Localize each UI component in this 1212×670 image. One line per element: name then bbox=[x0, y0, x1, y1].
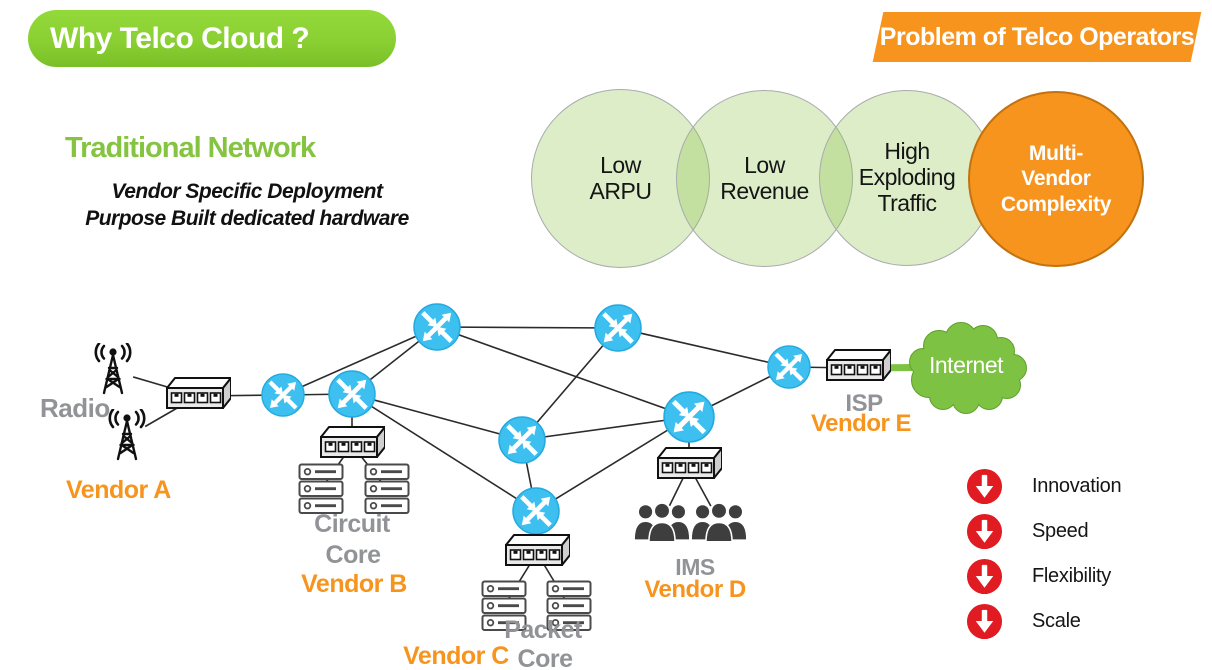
traditional-network-title: Traditional Network bbox=[65, 132, 316, 164]
router-node bbox=[594, 304, 642, 352]
radio-tower-node bbox=[101, 409, 153, 465]
router-node bbox=[413, 303, 461, 351]
switch-node bbox=[825, 348, 891, 388]
server-icon bbox=[298, 463, 344, 514]
user-group-icon bbox=[634, 502, 690, 543]
problem-circle-label: High Exploding Traffic bbox=[858, 138, 956, 216]
network-link bbox=[617, 327, 790, 368]
router-node bbox=[261, 373, 305, 417]
network-label: Core bbox=[325, 541, 381, 569]
subtitle-purpose-built: Purpose Built dedicated hardware bbox=[85, 207, 409, 230]
server-icon bbox=[546, 580, 592, 631]
router-icon bbox=[767, 345, 811, 389]
network-link bbox=[436, 326, 619, 329]
internet-cloud-icon bbox=[909, 322, 1027, 414]
server-node bbox=[546, 580, 592, 632]
network-link bbox=[282, 326, 438, 396]
network-label: IMS bbox=[675, 554, 715, 580]
switch-icon bbox=[166, 377, 231, 409]
network-link bbox=[351, 393, 537, 512]
router-icon bbox=[261, 373, 305, 417]
network-label: Vendor A bbox=[66, 476, 171, 504]
router-icon bbox=[328, 370, 376, 418]
network-label: Vendor E bbox=[810, 410, 912, 437]
router-node bbox=[663, 391, 715, 443]
router-icon bbox=[663, 391, 715, 443]
impact-label: Scale bbox=[1032, 610, 1081, 632]
router-node bbox=[767, 345, 811, 389]
network-link bbox=[521, 416, 690, 441]
switch-node bbox=[165, 376, 231, 416]
switch-node bbox=[504, 533, 570, 573]
problem-circle-high-traffic: High Exploding Traffic bbox=[819, 90, 995, 266]
router-icon bbox=[512, 487, 560, 535]
switch-icon bbox=[826, 349, 891, 381]
switch-node bbox=[319, 425, 385, 465]
down-arrow-icon bbox=[966, 558, 1003, 595]
network-link bbox=[535, 416, 690, 512]
switch-icon bbox=[657, 447, 722, 479]
network-label: ISP bbox=[845, 390, 883, 417]
down-arrow-icon bbox=[966, 513, 1003, 550]
network-link bbox=[436, 326, 690, 418]
network-label: Vendor B bbox=[301, 570, 407, 598]
problem-circle-label: Multi- Vendor Complexity bbox=[1000, 142, 1112, 216]
router-node bbox=[328, 370, 376, 418]
user-group-node bbox=[633, 499, 691, 543]
user-group-node bbox=[690, 499, 748, 543]
router-icon bbox=[594, 304, 642, 352]
why-telco-cloud-banner: Why Telco Cloud ? bbox=[28, 10, 396, 67]
router-node bbox=[512, 487, 560, 535]
radio-tower-node bbox=[87, 343, 139, 399]
internet-label: Internet bbox=[929, 351, 1004, 378]
router-node bbox=[498, 416, 546, 464]
switch-icon bbox=[505, 534, 570, 566]
impact-label: Innovation bbox=[1032, 475, 1122, 497]
network-label: Vendor D bbox=[644, 576, 746, 603]
down-arrow-icon bbox=[966, 468, 1003, 505]
problem-circle-label: Low Revenue bbox=[720, 151, 809, 204]
radio-tower-icon bbox=[94, 343, 132, 395]
network-label: Packet bbox=[504, 616, 582, 644]
network-label: Vendor C bbox=[403, 642, 509, 670]
problem-circle-multi-vendor: Multi- Vendor Complexity bbox=[968, 91, 1144, 267]
problem-circle-label: Low ARPU bbox=[589, 151, 652, 204]
internet-cloud-node: Internet bbox=[901, 318, 1031, 416]
network-label: Radio bbox=[40, 393, 110, 423]
network-link bbox=[521, 327, 619, 441]
switch-icon bbox=[320, 426, 385, 458]
switch-node bbox=[656, 446, 722, 486]
impact-label: Speed bbox=[1032, 520, 1089, 542]
radio-tower-icon bbox=[108, 409, 146, 461]
impact-row-flexibility: Flexibility bbox=[966, 558, 1121, 595]
network-link bbox=[351, 393, 523, 441]
server-node bbox=[481, 580, 527, 632]
impact-label: Flexibility bbox=[1032, 565, 1111, 587]
server-node bbox=[298, 463, 344, 515]
user-group-icon bbox=[691, 502, 747, 543]
down-arrow-icon bbox=[966, 603, 1003, 640]
server-node bbox=[364, 463, 410, 515]
impact-row-speed: Speed bbox=[966, 513, 1121, 550]
router-icon bbox=[498, 416, 546, 464]
network-label: Circuit bbox=[314, 510, 390, 538]
impact-list: Innovation Speed Flexibility bbox=[966, 468, 1122, 648]
network-label: Core bbox=[517, 645, 573, 670]
server-icon bbox=[364, 463, 410, 514]
impact-row-scale: Scale bbox=[966, 603, 1121, 640]
impact-row-innovation: Innovation bbox=[966, 468, 1122, 505]
router-icon bbox=[413, 303, 461, 351]
subtitle-vendor-specific: Vendor Specific Deployment bbox=[111, 180, 383, 203]
server-icon bbox=[481, 580, 527, 631]
